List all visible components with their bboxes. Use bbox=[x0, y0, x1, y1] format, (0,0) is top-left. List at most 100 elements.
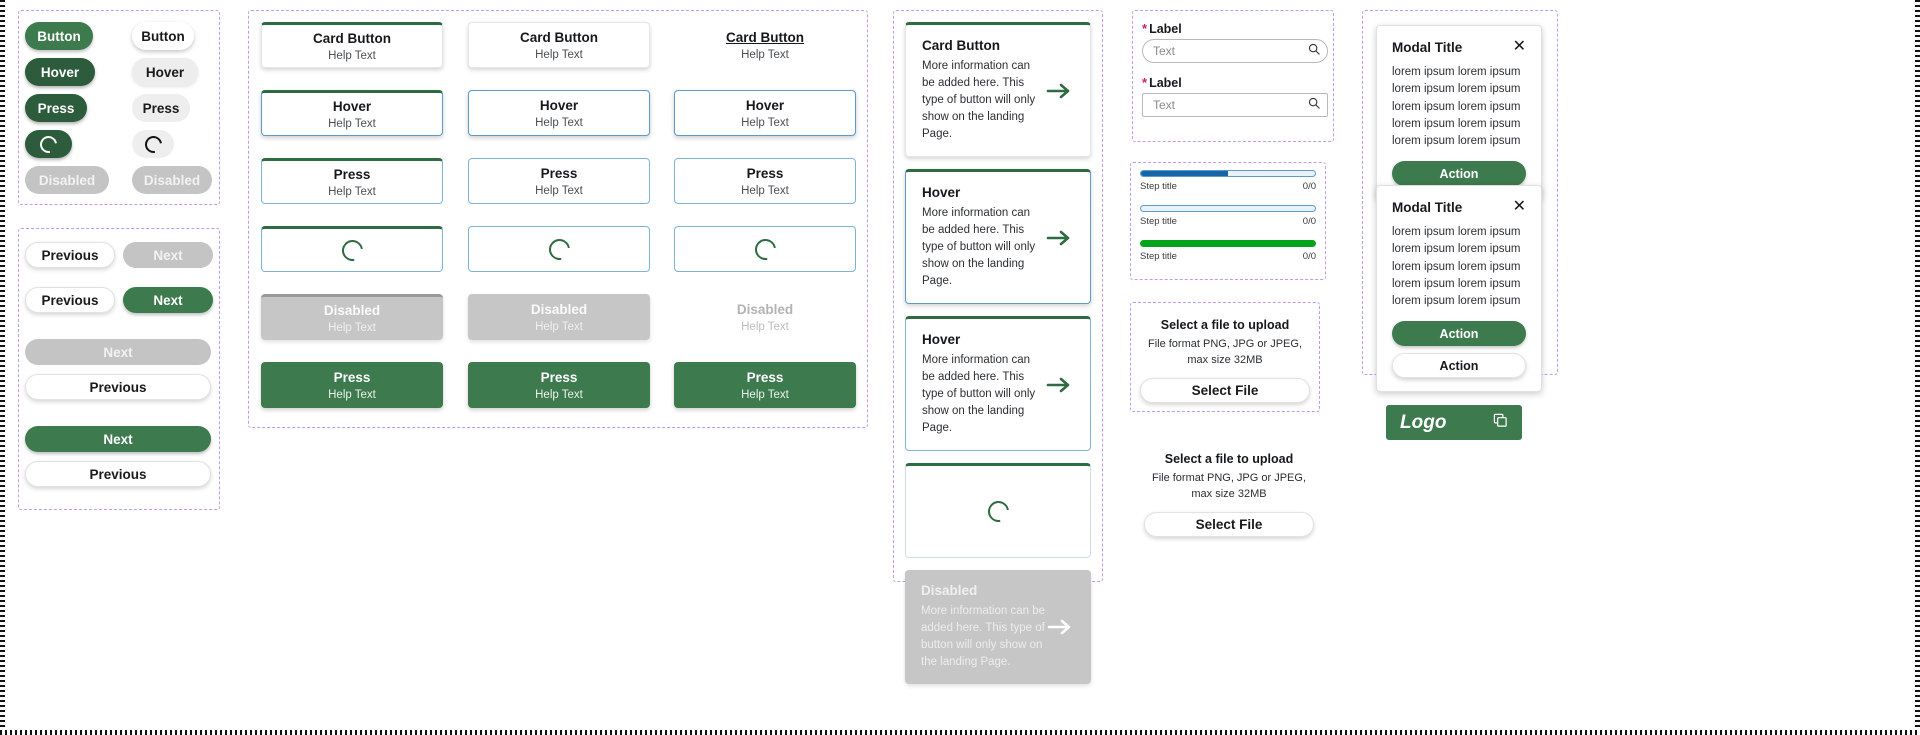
pill-button-label: Hover bbox=[40, 64, 80, 80]
card-button-loading[interactable] bbox=[261, 226, 443, 272]
loading-spinner-icon bbox=[36, 132, 61, 156]
modal-2: Modal Title ✕ lorem ipsum lorem ipsum lo… bbox=[1376, 185, 1542, 393]
card-button-title: Disabled bbox=[323, 303, 381, 318]
file-upload-card-1: Select a file to upload File format PNG,… bbox=[1140, 318, 1310, 403]
card-button-title: Card Button bbox=[520, 29, 598, 45]
card-button-help-text: Help Text bbox=[741, 116, 789, 129]
logo-badge[interactable]: Logo bbox=[1386, 405, 1522, 440]
arrow-right-icon bbox=[1045, 617, 1075, 637]
card-button-title: Press bbox=[333, 369, 371, 385]
arrow-card-title: Card Button bbox=[922, 38, 1000, 53]
pill-button-loading[interactable] bbox=[132, 130, 174, 158]
card-button-green-fill[interactable]: Press Help Text bbox=[468, 362, 650, 408]
close-icon[interactable]: ✕ bbox=[1512, 198, 1526, 215]
next-button[interactable]: Next bbox=[123, 287, 213, 313]
card-button-default[interactable]: Card Button Help Text bbox=[261, 22, 443, 68]
card-button-title: Card Button bbox=[313, 30, 391, 46]
text-input[interactable] bbox=[1153, 44, 1308, 58]
select-file-button[interactable]: Select File bbox=[1140, 377, 1310, 403]
step-title: Step title bbox=[1140, 216, 1177, 227]
modal-body: lorem ipsum lorem ipsum lorem ipsum lore… bbox=[1392, 66, 1521, 147]
copy-icon bbox=[1493, 413, 1508, 433]
arrow-right-icon bbox=[1046, 377, 1070, 392]
progress-step: Step title 0/0 bbox=[1140, 205, 1316, 227]
card-button-hover[interactable]: Hover Help Text bbox=[468, 90, 650, 136]
pill-button-loading[interactable] bbox=[25, 130, 72, 158]
arrow-card-default[interactable]: Card Button More information can be adde… bbox=[905, 22, 1091, 158]
card-button-link[interactable]: Card Button Help Text bbox=[674, 22, 856, 68]
card-button-loading[interactable] bbox=[674, 226, 856, 272]
pill-button-label: Press bbox=[37, 100, 75, 116]
previous-button[interactable]: Previous bbox=[25, 287, 116, 313]
pill-button-hover[interactable]: Hover bbox=[25, 58, 95, 86]
step-count: 0/0 bbox=[1302, 181, 1316, 192]
modal-action-secondary[interactable]: Action bbox=[1392, 353, 1526, 379]
card-button-loading[interactable] bbox=[468, 226, 650, 272]
previous-button[interactable]: Previous bbox=[25, 242, 116, 268]
arrow-card-hover[interactable]: Hover More information can be added here… bbox=[905, 169, 1091, 305]
previous-button[interactable]: Previous bbox=[25, 374, 211, 400]
card-button-help-text: Help Text bbox=[741, 320, 789, 333]
ruler-bottom bbox=[0, 730, 1920, 735]
next-button[interactable]: Next bbox=[25, 426, 211, 452]
arrow-right-icon bbox=[1044, 81, 1074, 101]
card-button-press[interactable]: Press Help Text bbox=[674, 158, 856, 204]
field-label: * Label bbox=[1142, 22, 1328, 36]
modal-dialog: Modal Title ✕ lorem ipsum lorem ipsum lo… bbox=[1376, 25, 1542, 201]
text-input[interactable] bbox=[1153, 98, 1308, 112]
step-count: 0/0 bbox=[1302, 216, 1316, 227]
search-icon bbox=[1308, 43, 1320, 55]
card-button-ghost-disabled: Disabled Help Text bbox=[674, 294, 856, 340]
search-icon[interactable] bbox=[1308, 96, 1320, 114]
pill-button-disabled: Disabled bbox=[25, 166, 109, 194]
previous-button[interactable]: Previous bbox=[25, 461, 211, 487]
arrow-card-loading[interactable] bbox=[905, 463, 1091, 559]
previous-label: Previous bbox=[89, 379, 147, 395]
card-button-help-text: Help Text bbox=[741, 184, 789, 197]
card-button-green-fill[interactable]: Press Help Text bbox=[261, 362, 443, 408]
group-card-buttons bbox=[248, 10, 868, 428]
card-button-press[interactable]: Press Help Text bbox=[261, 158, 443, 204]
select-file-button[interactable]: Select File bbox=[1144, 511, 1314, 537]
card-button-default[interactable]: Card Button Help Text bbox=[468, 22, 650, 68]
card-button-hover[interactable]: Hover Help Text bbox=[261, 90, 443, 136]
close-icon[interactable]: ✕ bbox=[1512, 38, 1526, 55]
pill-button-default[interactable]: Button bbox=[132, 22, 194, 50]
arrow-card-list: Card Button More information can be adde… bbox=[905, 22, 1091, 696]
card-button-help-text: Help Text bbox=[535, 388, 583, 401]
pill-button-hover[interactable]: Hover bbox=[132, 58, 198, 86]
modal-action-primary[interactable]: Action bbox=[1392, 321, 1526, 347]
card-button-green-fill[interactable]: Press Help Text bbox=[674, 362, 856, 408]
upload-subtitle: File format PNG, JPG or JPEG,max size 32… bbox=[1147, 338, 1303, 366]
group-pill-buttons bbox=[18, 10, 220, 205]
group-pagination bbox=[18, 228, 220, 510]
field-label-text: Label bbox=[1149, 22, 1182, 36]
form-field-list: * Label * Label bbox=[1142, 22, 1328, 130]
text-input-wrapper[interactable] bbox=[1142, 93, 1328, 117]
progress-step: Step title 0/0 bbox=[1140, 170, 1316, 192]
file-upload-card-2: Select a file to upload File format PNG,… bbox=[1144, 452, 1314, 537]
progress-bar bbox=[1140, 240, 1316, 247]
card-button-help-text: Help Text bbox=[741, 48, 789, 61]
pagination-set: Previous Next Previous Next Next Previou… bbox=[25, 242, 213, 487]
card-button-hover[interactable]: Hover Help Text bbox=[674, 90, 856, 136]
card-button-press[interactable]: Press Help Text bbox=[468, 158, 650, 204]
search-icon[interactable] bbox=[1308, 42, 1320, 60]
modal-body: lorem ipsum lorem ipsum lorem ipsum lore… bbox=[1392, 226, 1521, 307]
pill-button-press[interactable]: Press bbox=[132, 94, 190, 122]
arrow-card-press[interactable]: Hover More information can be added here… bbox=[905, 316, 1091, 452]
arrow-card-description: More information can be added here. This… bbox=[922, 207, 1036, 288]
pill-button-label: Button bbox=[37, 28, 81, 44]
group-form-fields bbox=[1132, 10, 1334, 142]
text-input-wrapper[interactable] bbox=[1142, 39, 1328, 63]
pill-button-label: Hover bbox=[145, 64, 185, 80]
card-button-disabled: Disabled Help Text bbox=[261, 294, 443, 340]
pill-button-default[interactable]: Button bbox=[25, 22, 93, 50]
modal-action-primary[interactable]: Action bbox=[1392, 161, 1526, 187]
loading-spinner-icon bbox=[983, 497, 1013, 527]
card-button-help-text: Help Text bbox=[328, 117, 376, 130]
card-button-title: Press bbox=[333, 166, 371, 182]
card-button-help-text: Help Text bbox=[328, 185, 376, 198]
pill-button-press[interactable]: Press bbox=[25, 94, 87, 122]
